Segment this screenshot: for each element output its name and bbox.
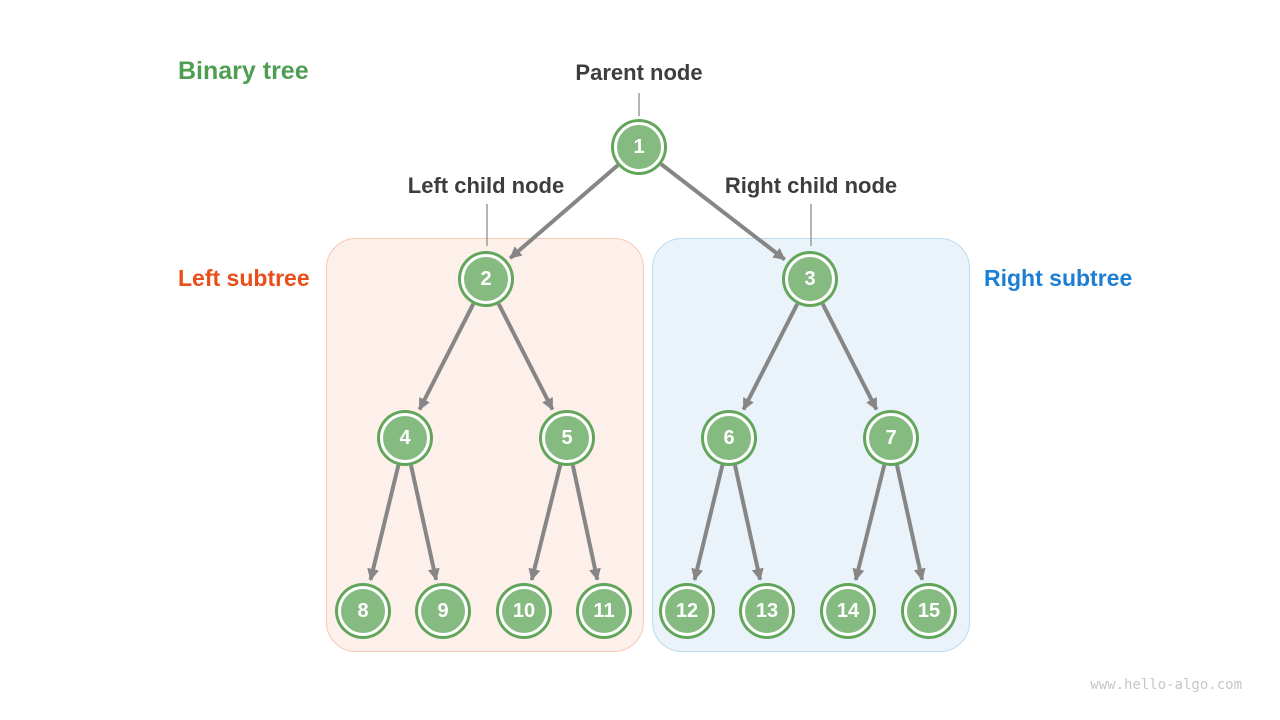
tree-node-value: 11 [593,600,615,622]
tree-node-12: 12 [662,586,712,636]
tree-node-value: 4 [399,427,411,449]
right-child-node-label: Right child node [724,173,898,198]
tree-node-value: 15 [917,600,941,622]
diagram-title: Binary tree [178,57,309,85]
tree-node-value: 9 [437,600,449,622]
tree-node-1: 1 [614,122,664,172]
tree-node-8: 8 [338,586,388,636]
tree-node-11: 11 [579,586,629,636]
tree-node-14: 14 [823,586,873,636]
tree-node-value: 14 [836,600,860,622]
tree-node-3: 3 [785,254,835,304]
tree-node-value: 3 [804,268,816,290]
tree-node-value: 8 [357,600,369,622]
tree-node-7: 7 [866,413,916,463]
tree-node-5: 5 [542,413,592,463]
tree-node-value: 13 [755,600,779,622]
tree-node-4: 4 [380,413,430,463]
tree-node-value: 1 [633,136,645,158]
tree-node-value: 6 [723,427,735,449]
tree-node-10: 10 [499,586,549,636]
parent-node-label: Parent node [575,60,703,85]
left-child-node-label: Left child node [407,173,565,198]
tree-node-value: 5 [561,427,573,449]
tree-node-2: 2 [461,254,511,304]
tree-node-13: 13 [742,586,792,636]
tree-node-value: 10 [512,600,536,622]
left-subtree-label: Left subtree [178,265,310,291]
tree-node-6: 6 [704,413,754,463]
tree-node-9: 9 [418,586,468,636]
watermark: www.hello-algo.com [1090,677,1242,693]
tree-node-value: 7 [885,427,897,449]
right-subtree-label: Right subtree [984,265,1133,291]
tree-node-15: 15 [904,586,954,636]
tree-node-value: 2 [480,268,492,290]
tree-node-value: 12 [675,600,699,622]
